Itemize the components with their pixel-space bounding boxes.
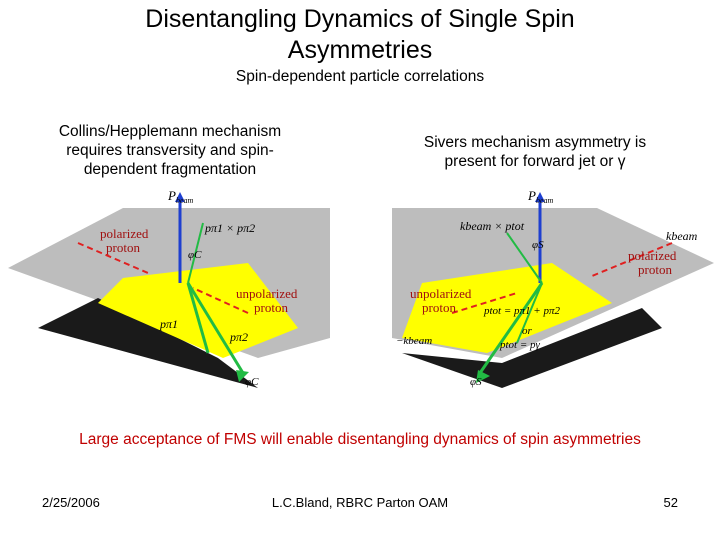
pion1-label: pπ1 — [159, 317, 178, 331]
beam-label: Pbeam — [167, 188, 194, 205]
phi-sivers-label: φS — [532, 239, 544, 251]
kxp-label: kbeam × ptot — [460, 219, 525, 233]
polarized-label-1: polarized — [100, 226, 149, 241]
footer-date: 2/25/2006 — [42, 495, 100, 510]
phi-collins-label: φC — [188, 249, 202, 261]
phi-collins-bottom-label: φC — [245, 376, 259, 388]
unpolarized-beam-line — [192, 287, 249, 314]
yellow-plane — [402, 263, 612, 353]
ptot-label: ptot = pπ1 + pπ2 — [483, 305, 560, 317]
kbeam-label: kbeam — [666, 229, 698, 243]
yellow-plane — [98, 263, 298, 358]
or-label: or — [522, 325, 533, 337]
unpolarized-label-1: unpolarized — [236, 286, 298, 301]
ptot-arrow — [478, 282, 544, 374]
polarized-beam-line — [77, 242, 149, 274]
dark-plane — [402, 308, 662, 388]
unpolarized-label-2: proton — [254, 300, 288, 315]
collins-caption: Collins/Hepplemann mechanism requires tr… — [58, 123, 282, 178]
pion1-arrowhead — [236, 370, 249, 382]
sivers-caption: Sivers mechanism asymmetry is present fo… — [423, 134, 647, 170]
beam-arrowhead — [175, 192, 185, 202]
polarized-label-2: proton — [106, 240, 140, 255]
page-number: 52 — [663, 495, 678, 510]
unpolarized-label-1: unpolarized — [410, 286, 472, 301]
polarized-label-1: polarized — [628, 248, 677, 263]
collins-diagram: Pbeam pπ1 × pπ2 φC polarized proton unpo… — [8, 188, 330, 388]
pion2-arrow — [186, 282, 210, 354]
beam-arrowhead — [535, 192, 545, 202]
dark-plane — [38, 298, 258, 388]
kxp-arrow — [506, 232, 543, 284]
ptot-gamma-arrow — [516, 282, 543, 344]
phi-sivers-bottom-label: φS — [470, 376, 482, 388]
pion2-label: pπ2 — [229, 330, 248, 344]
ptot-arrowhead — [476, 370, 490, 383]
pion1-arrow — [186, 282, 245, 374]
slide-title: Disentangling Dynamics of Single Spin As… — [145, 5, 575, 64]
footer-author: L.C.Bland, RBRC Parton OAM — [271, 495, 449, 510]
unpolarized-beam-line — [451, 292, 518, 314]
cross-product-label: pπ1 × pπ2 — [204, 221, 255, 235]
cross-product-arrow — [187, 222, 204, 284]
polarized-beam-line — [591, 242, 673, 277]
beam-label: Pbeam — [527, 188, 554, 205]
conclusion-text: Large acceptance of FMS will enable dise… — [79, 431, 641, 448]
ptot-gamma-label: ptot = pγ — [499, 339, 541, 351]
slide-subtitle: Spin-dependent particle correlations — [235, 68, 485, 85]
minus-kbeam-label: −kbeam — [396, 335, 432, 347]
polarized-label-2: proton — [638, 262, 672, 277]
unpolarized-label-2: proton — [422, 300, 456, 315]
sivers-diagram: Pbeam kbeam × ptot φS kbeam polarized pr… — [392, 188, 714, 388]
